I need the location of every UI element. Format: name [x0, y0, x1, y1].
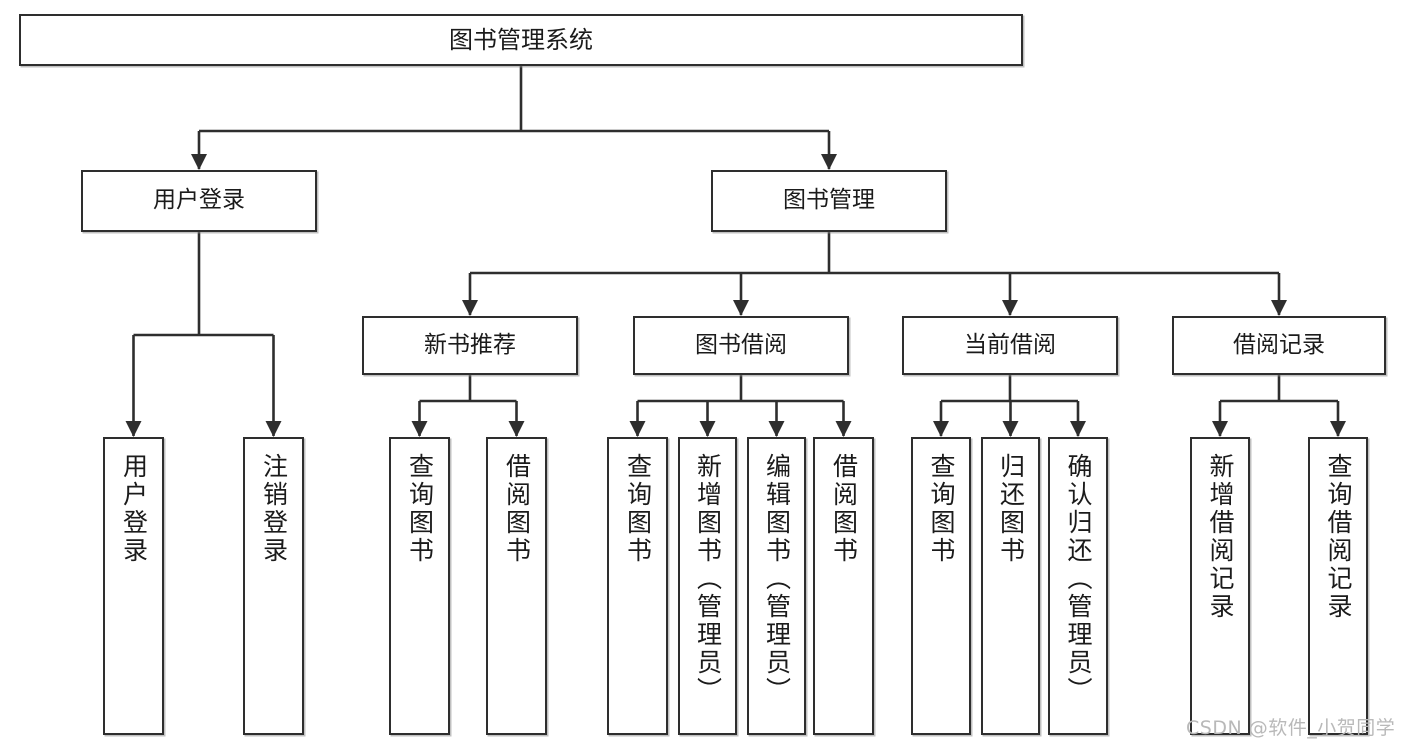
node-root[interactable]: 图书管理系统 — [19, 14, 1023, 66]
node-records[interactable]: 借阅记录 — [1172, 316, 1386, 375]
node-leaf-7[interactable]: 编辑图书（管理员） — [747, 437, 806, 735]
node-label: 当前借阅 — [964, 331, 1056, 358]
node-label: 借阅图书 — [502, 453, 532, 565]
node-label: 图书管理系统 — [449, 25, 593, 54]
node-leaf-8[interactable]: 借阅图书 — [813, 437, 874, 735]
node-label: 查询借阅记录 — [1324, 453, 1353, 621]
node-label: 借阅图书 — [829, 453, 859, 565]
node-label: 借阅记录 — [1233, 331, 1325, 358]
watermark: CSDN @软件_小贺同学 — [1186, 717, 1396, 739]
node-leaf-1[interactable]: 用户登录 — [103, 437, 164, 735]
node-label: 用户登录 — [153, 187, 245, 214]
node-login[interactable]: 用户登录 — [81, 170, 317, 232]
node-leaf-5[interactable]: 查询图书 — [607, 437, 668, 735]
node-leaf-2[interactable]: 注销登录 — [243, 437, 304, 735]
node-borrow[interactable]: 图书借阅 — [633, 316, 849, 375]
node-label: 图书管理 — [783, 187, 875, 214]
node-leaf-10[interactable]: 归还图书 — [981, 437, 1040, 735]
node-label: 新增借阅记录 — [1206, 453, 1235, 621]
node-label: 编辑图书（管理员） — [762, 453, 792, 705]
node-label: 注销登录 — [259, 453, 289, 565]
node-leaf-9[interactable]: 查询图书 — [911, 437, 971, 735]
node-label: 用户登录 — [119, 453, 149, 565]
node-bookmgmt[interactable]: 图书管理 — [711, 170, 947, 232]
node-leaf-12[interactable]: 新增借阅记录 — [1190, 437, 1250, 735]
node-leaf-3[interactable]: 查询图书 — [389, 437, 450, 735]
node-current[interactable]: 当前借阅 — [902, 316, 1118, 375]
node-label: 图书借阅 — [695, 331, 787, 358]
node-leaf-13[interactable]: 查询借阅记录 — [1308, 437, 1368, 735]
node-leaf-11[interactable]: 确认归还（管理员） — [1048, 437, 1108, 735]
node-label: 查询图书 — [405, 453, 435, 565]
node-label: 新书推荐 — [424, 331, 516, 358]
node-newbook[interactable]: 新书推荐 — [362, 316, 578, 375]
node-label: 查询图书 — [623, 453, 653, 565]
node-label: 新增图书（管理员） — [693, 453, 723, 705]
node-leaf-6[interactable]: 新增图书（管理员） — [678, 437, 737, 735]
node-leaf-4[interactable]: 借阅图书 — [486, 437, 547, 735]
node-label: 查询图书 — [927, 453, 956, 565]
node-label: 归还图书 — [996, 453, 1026, 565]
node-label: 确认归还（管理员） — [1064, 453, 1093, 705]
